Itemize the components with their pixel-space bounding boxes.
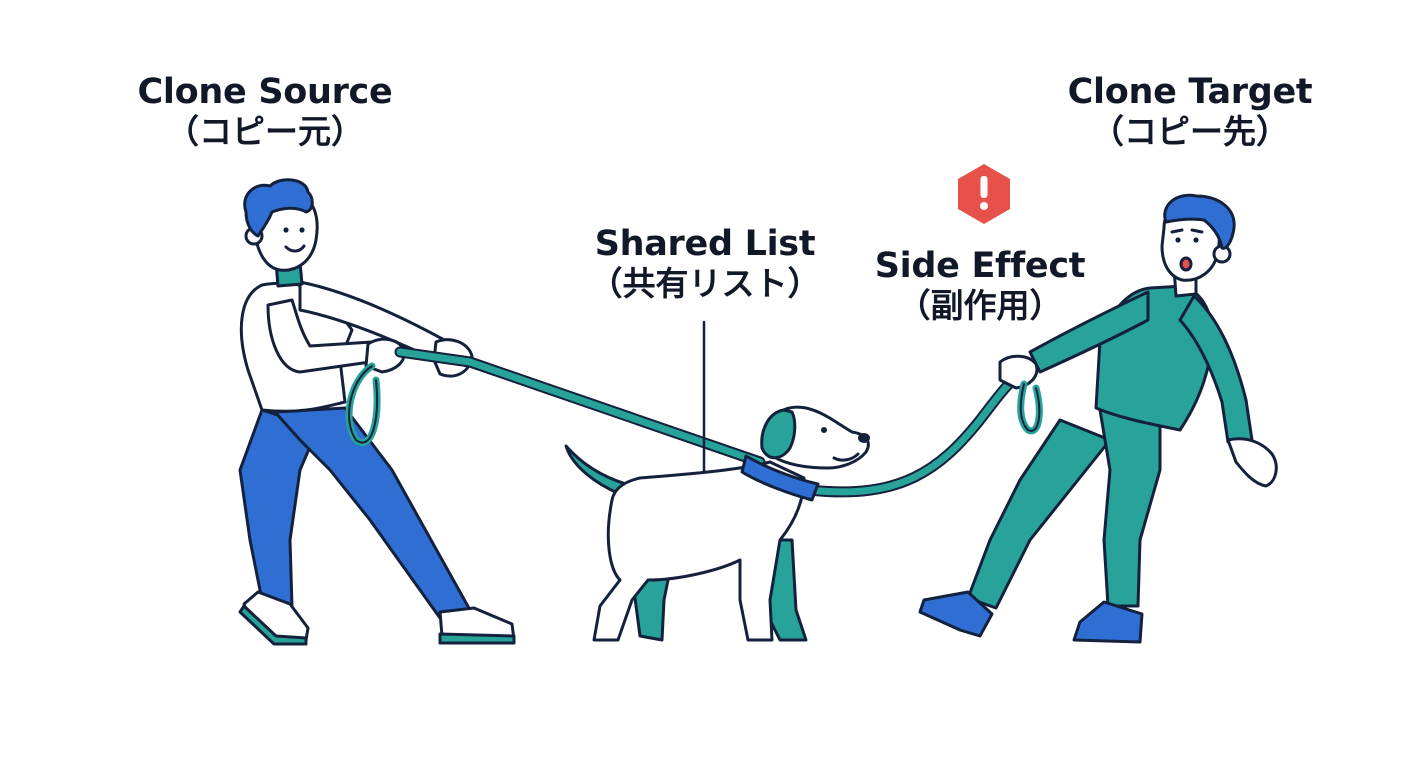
- target-brow-right: [1190, 228, 1204, 234]
- exclamation-hexagon-icon: [958, 164, 1010, 224]
- target-front-hand: [1226, 437, 1278, 488]
- target-front-leg: [1098, 408, 1162, 608]
- shared-leash: [394, 346, 1026, 498]
- shared-list-label: Shared List （共有リスト）: [575, 224, 835, 304]
- target-brow-left: [1170, 228, 1184, 234]
- dog-nose: [858, 433, 870, 443]
- clone-target-subtitle: （コピー先）: [1091, 112, 1289, 152]
- clone-source-label: Clone Source （コピー元）: [115, 72, 415, 152]
- target-eye-left: [1175, 237, 1181, 243]
- source-smile: [284, 244, 306, 253]
- target-back-leg: [966, 418, 1112, 610]
- shared-list-title: Shared List: [594, 224, 816, 264]
- side-effect-title: Side Effect: [874, 246, 1086, 286]
- source-eye-right: [299, 227, 305, 233]
- clone-source-title: Clone Source: [137, 72, 393, 112]
- clone-target-label: Clone Target （コピー先）: [1040, 72, 1340, 152]
- target-front-shoe: [1072, 600, 1144, 644]
- source-front-shoe: [438, 606, 516, 642]
- dog-mouth: [832, 452, 860, 462]
- dog-eye: [821, 427, 827, 433]
- side-effect-subtitle: （副作用）: [897, 286, 1063, 326]
- source-back-shoe-sole: [238, 604, 308, 646]
- dog-collar: [740, 454, 820, 502]
- source-eye-left: [283, 227, 289, 233]
- target-eye-right: [1193, 237, 1199, 243]
- clone-target-person: [918, 193, 1278, 644]
- target-mouth: [1179, 256, 1193, 272]
- dog-body: [592, 460, 806, 642]
- source-front-shoe-sole: [438, 632, 516, 645]
- clone-source-subtitle: （コピー元）: [166, 112, 364, 152]
- target-hair: [1163, 193, 1236, 250]
- dog: [564, 405, 870, 642]
- dog-tail: [564, 444, 628, 496]
- source-hair: [243, 178, 314, 238]
- target-back-shoe: [918, 590, 994, 638]
- shared-list-subtitle: （共有リスト）: [589, 264, 821, 304]
- target-back-hand: [998, 354, 1039, 390]
- clone-target-title: Clone Target: [1067, 72, 1313, 112]
- side-effect-label: Side Effect （副作用）: [860, 246, 1100, 326]
- clone-source-person: [238, 178, 516, 646]
- dog-ear: [760, 408, 797, 460]
